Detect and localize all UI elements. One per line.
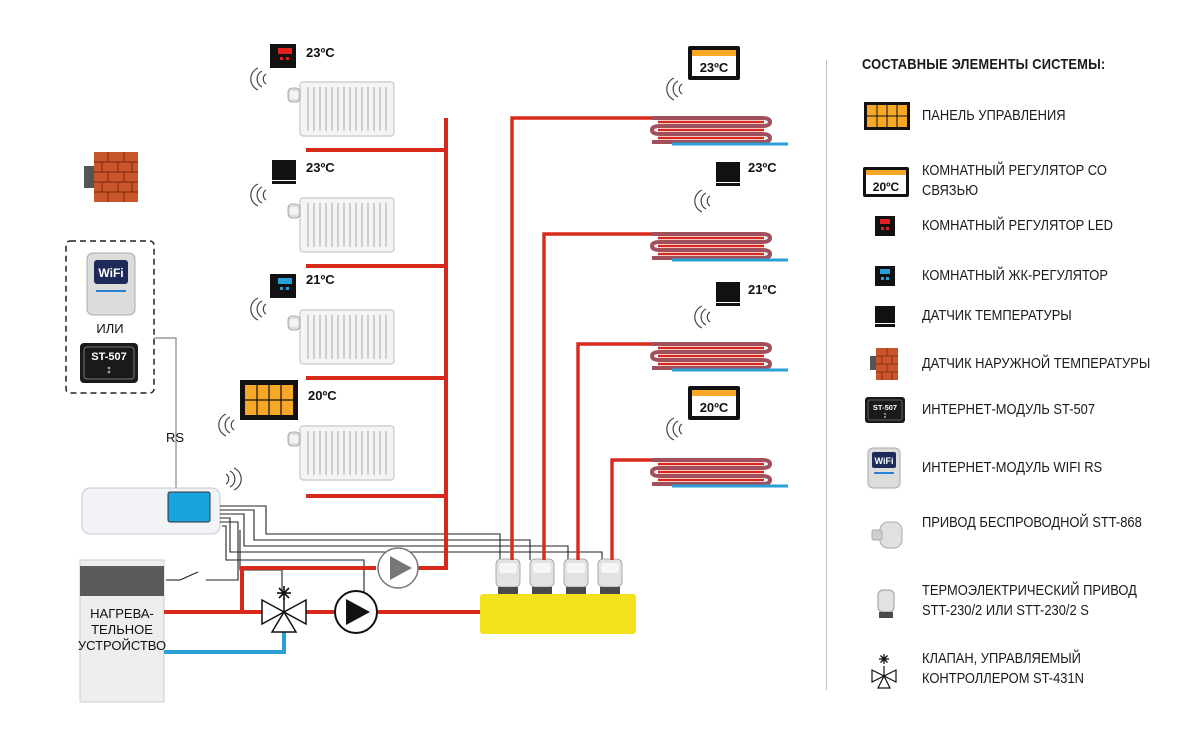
radiator-4 — [287, 425, 395, 481]
outdoor-sensor-icon — [870, 348, 898, 380]
legend-label-wireless-actuator: Привод беспроводной STT-868 — [922, 514, 1142, 531]
legend-label-room-regulator-link-2: связью — [922, 182, 979, 199]
legend-label-thermoelectric-1: Термоэлектрический привод — [922, 582, 1137, 599]
main-controller — [81, 487, 221, 535]
wifi-module-icon: WiFi — [86, 252, 136, 316]
legend-item-thermoelectric-actuator: Термоэлектрический привод STT-230/2 или … — [862, 576, 1192, 626]
thermoelectric-actuator-icon — [877, 589, 895, 618]
radiator-1-temp: 23ºC — [306, 45, 335, 60]
legend-item-room-regulator-lcd: Комнатный ЖК-регулятор — [862, 256, 1192, 296]
outdoor-sensor-icon — [84, 151, 139, 203]
floor-loop-3 — [650, 342, 790, 372]
rs-label: RS — [166, 430, 184, 445]
legend-label-outdoor-sensor: Датчик наружной температуры — [922, 355, 1151, 372]
heater-label-line3: УСТРОЙСТВО — [78, 638, 166, 653]
legend-icon-text: 20ºC — [873, 180, 900, 194]
legend-label-room-regulator-link-1: Комнатный регулятор со — [922, 162, 1107, 179]
floor-panel-2-wireless-icon — [666, 417, 683, 441]
floor-supply-pipes — [510, 116, 652, 560]
legend-label-valve-1: Клапан, управляемый — [922, 650, 1081, 667]
legend-item-wifi: WiFi Интернет-модуль WIFI RS — [862, 446, 1192, 490]
heating-device: НАГРЕВА- ТЕЛЬНОЕ УСТРОЙСТВО — [78, 559, 166, 703]
controller-wireless-icon — [225, 467, 242, 491]
legend-item-room-regulator-led: Комнатный регулятор LED — [862, 206, 1192, 246]
floor-panel-1-temp: 23ºC — [700, 60, 729, 75]
wireless-actuator-icon — [871, 521, 903, 549]
room-regulator-led-icon — [875, 216, 895, 236]
internet-module-options-box — [65, 240, 155, 394]
legend-label-thermoelectric-2: STT-230/2 или STT-230/2 S — [922, 602, 1089, 619]
room-regulator-lcd — [270, 274, 296, 298]
radiator-2-temp: 23ºC — [306, 160, 335, 175]
pump-lower — [334, 590, 378, 634]
room-regulator-led — [270, 44, 296, 68]
temperature-sensor-icon — [875, 306, 895, 327]
floor-loop-2 — [650, 232, 790, 262]
heater-label-line2: ТЕЛЬНОЕ — [91, 622, 153, 637]
legend-label-wifi: Интернет-модуль WIFI RS — [922, 459, 1103, 476]
temperature-sensor-1 — [272, 160, 296, 184]
floor-loop-1 — [650, 116, 790, 146]
pump-upper — [377, 547, 419, 589]
internet-module-wifi-icon: WiFi — [867, 447, 901, 489]
floor-panel-1-wireless-icon — [666, 77, 683, 101]
legend-label-valve-2: контроллером ST-431N — [922, 670, 1084, 687]
heater-label-line1: НАГРЕВА- — [90, 606, 154, 621]
return-pipe — [164, 630, 286, 654]
radiator-1 — [287, 81, 395, 137]
legend-label-room-regulator-lcd: Комнатный ЖК-регулятор — [922, 267, 1108, 284]
legend-item-valve: Клапан, управляемый контроллером ST-431N — [862, 644, 1192, 694]
floor-sensor-2-temp: 21ºC — [748, 282, 777, 297]
legend-item-outdoor-sensor: Датчик наружной температуры — [862, 344, 1192, 384]
legend-label-control-panel: Панель управления — [922, 107, 1066, 124]
mixing-valve — [261, 586, 307, 633]
floor-sensor-2-wireless-icon — [694, 305, 711, 329]
radiator-1-wireless-icon — [250, 67, 267, 91]
legend-label-room-regulator-led: Комнатный регулятор LED — [922, 217, 1113, 234]
legend-item-room-regulator-link: 20ºC Комнатный регулятор со связью — [862, 158, 1192, 204]
legend-st507-text: ST-507 — [873, 403, 897, 412]
radiator-3-wireless-icon — [250, 297, 267, 321]
radiator-4-wireless-icon — [218, 413, 235, 437]
manifold — [480, 558, 636, 634]
wifi-label: WiFi — [98, 266, 123, 280]
legend-item-control-panel: Панель управления — [862, 96, 1192, 136]
legend-item-st507: ST-507 Интернет-модуль ST-507 — [862, 390, 1192, 430]
legend-wifi-text: WiFi — [875, 456, 894, 466]
radiator-3 — [287, 309, 395, 365]
st507-module-icon: ST-507 — [80, 343, 138, 383]
legend-item-wireless-actuator: Привод беспроводной STT-868 — [862, 508, 1192, 558]
control-wires — [166, 505, 603, 598]
legend-title: СОСТАВНЫЕ ЭЛЕМЕНТЫ СИСТЕМЫ: — [862, 56, 1106, 73]
valve-icon — [871, 654, 897, 689]
heating-scheme: WiFi ИЛИ ST-507 RS НАГРЕВА- ТЕЛЬНОЕ УСТР… — [65, 44, 790, 703]
st507-label: ST-507 — [91, 351, 126, 363]
legend-label-st507: Интернет-модуль ST-507 — [922, 401, 1096, 418]
floor-sensor-1-wireless-icon — [694, 189, 711, 213]
temperature-sensor-3 — [716, 282, 740, 306]
radiator-2-wireless-icon — [250, 183, 267, 207]
or-label: ИЛИ — [96, 321, 123, 336]
floor-panel-2-temp: 20ºC — [700, 400, 729, 415]
divider — [826, 60, 827, 690]
room-regulator-lcd-icon — [875, 266, 895, 286]
control-panel-icon — [864, 102, 910, 130]
supply-pipes — [164, 118, 480, 614]
floor-sensor-1-temp: 23ºC — [748, 160, 777, 175]
room-regulator-with-link-1: 23ºC — [688, 46, 740, 80]
control-panel — [240, 380, 298, 420]
radiator-2 — [287, 197, 395, 253]
room-regulator-with-link-2: 20ºC — [688, 386, 740, 420]
temperature-sensor-2 — [716, 162, 740, 186]
radiator-4-temp: 20ºC — [308, 388, 337, 403]
internet-module-st507-icon: ST-507 — [865, 397, 905, 423]
legend-item-temperature-sensor: Датчик температуры — [862, 296, 1192, 336]
room-regulator-link-icon: 20ºC — [863, 167, 909, 197]
legend-label-temperature-sensor: Датчик температуры — [922, 307, 1072, 324]
radiator-3-temp: 21ºC — [306, 272, 335, 287]
floor-loop-4 — [650, 458, 790, 488]
rs-cable — [154, 337, 177, 488]
